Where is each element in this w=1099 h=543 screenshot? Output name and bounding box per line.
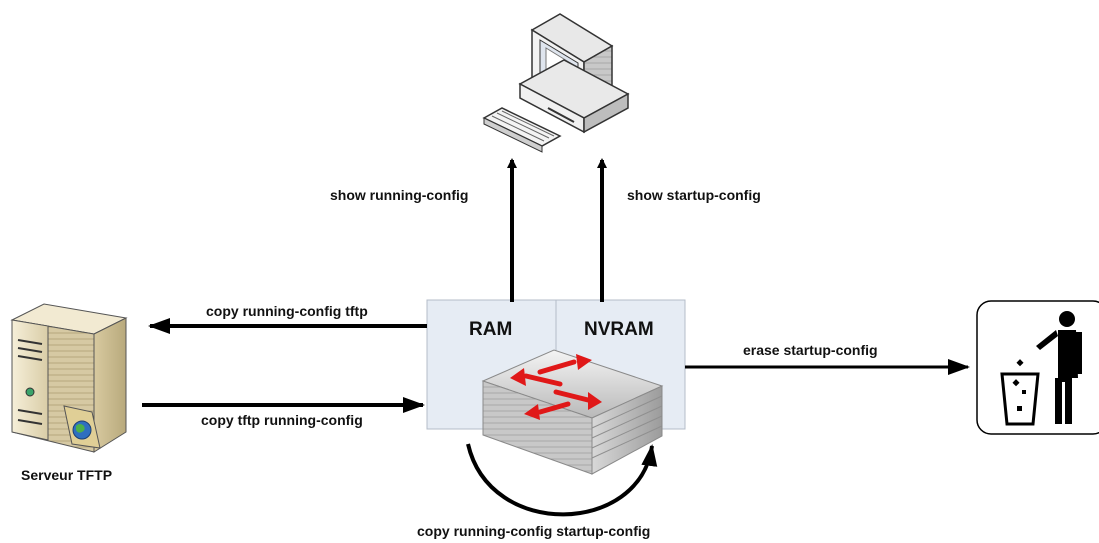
tftp-server-label: Serveur TFTP xyxy=(21,467,113,483)
copy-running-tftp-label: copy running-config tftp xyxy=(206,303,368,319)
desktop-computer-icon xyxy=(482,13,630,153)
erase-startup-config-label: erase startup-config xyxy=(743,342,878,358)
copy-tftp-running-label: copy tftp running-config xyxy=(201,412,363,428)
show-startup-config-label: show startup-config xyxy=(627,187,761,203)
copy-running-startup-arrow xyxy=(466,443,658,517)
show-running-config-label: show running-config xyxy=(330,187,469,203)
trash-bin-icon xyxy=(976,300,1099,435)
network-switch-icon xyxy=(481,349,664,475)
nvram-label: NVRAM xyxy=(584,319,654,340)
ram-label: RAM xyxy=(469,319,513,340)
tftp-server-icon xyxy=(10,303,128,453)
copy-running-startup-label: copy running-config startup-config xyxy=(417,523,651,539)
